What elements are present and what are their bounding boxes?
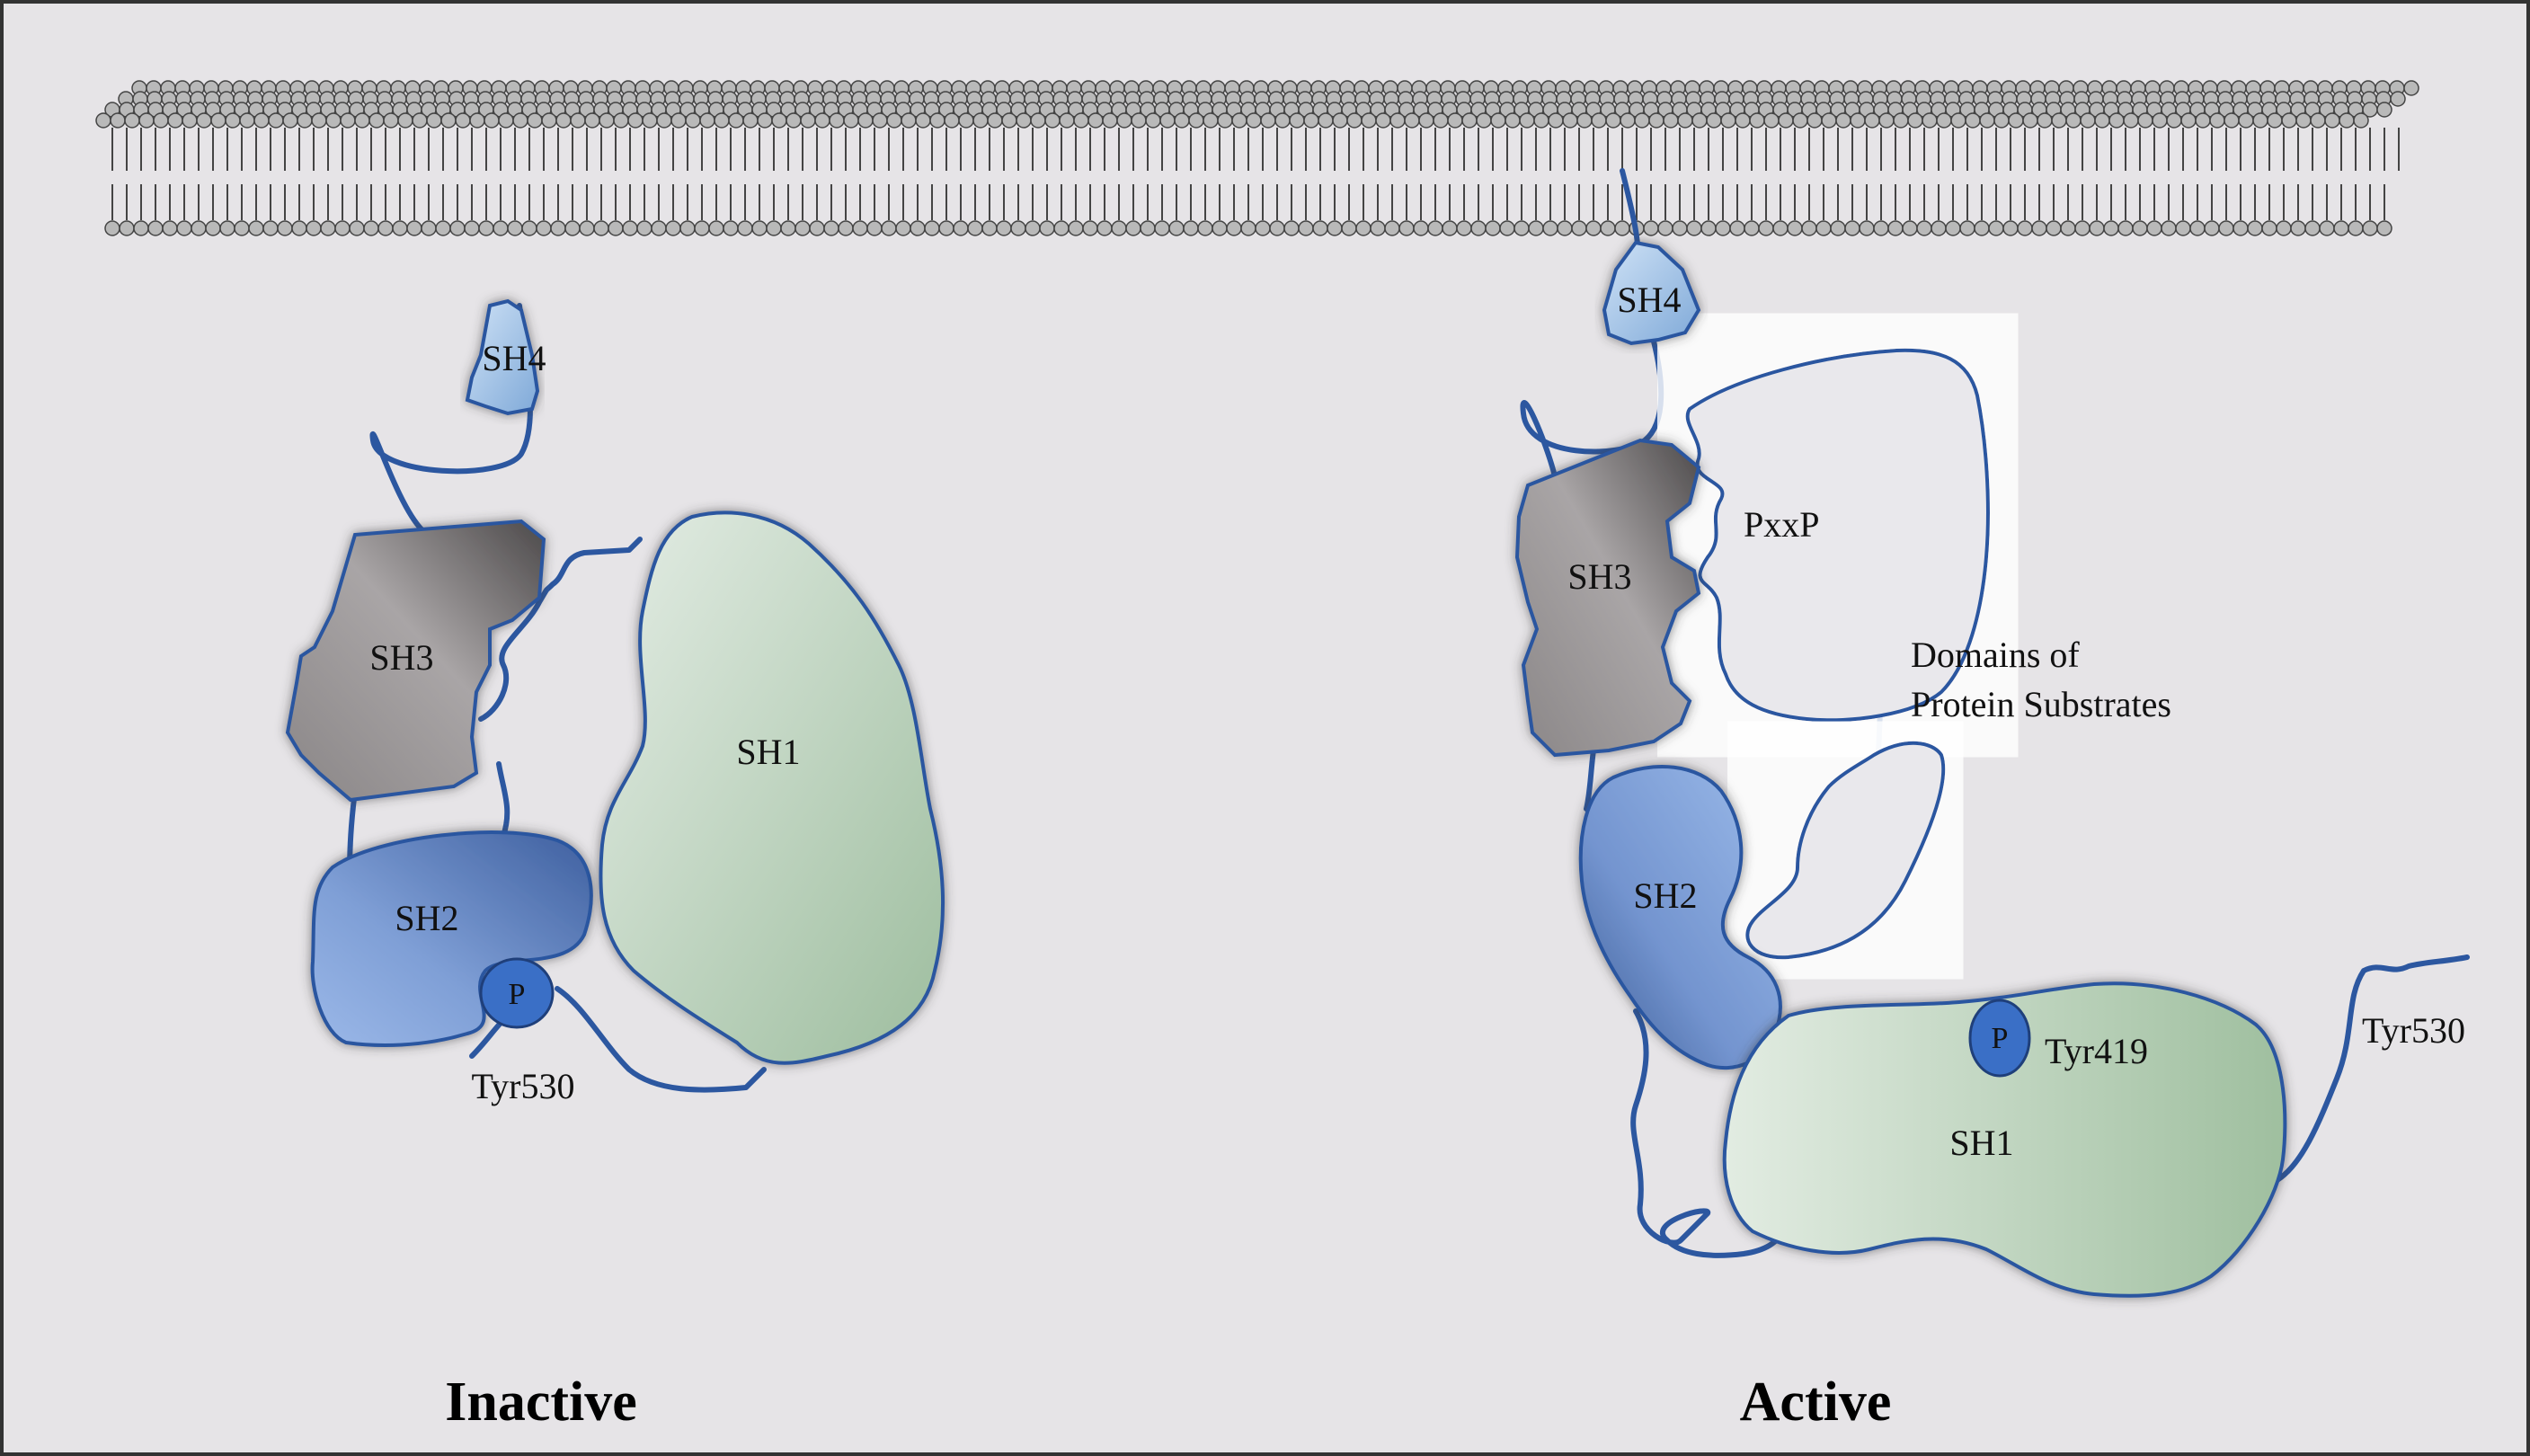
active-sh1-label: SH1: [1949, 1123, 2013, 1163]
active-phosphate-marker: [1968, 999, 2031, 1078]
active-sh3-domain: [1514, 438, 1701, 758]
inactive-sh4-label: SH4: [482, 338, 546, 378]
active-sh2-label: SH2: [1633, 875, 1697, 916]
active-sh3-label: SH3: [1567, 556, 1631, 597]
substrates-label-line2: Protein Substrates: [1911, 684, 2171, 724]
active-sh4-domain: [1602, 240, 1701, 346]
inactive-sh2-label: SH2: [395, 898, 458, 938]
inactive-sh1-domain: [599, 510, 945, 1065]
substrate-pxxp-domain: [1685, 348, 1990, 723]
inactive-sh2-domain: [310, 830, 593, 1047]
inactive-caption: Inactive: [445, 1372, 637, 1433]
sh2-sh3-loop: [478, 537, 643, 722]
active-sh4-label: SH4: [1617, 280, 1681, 320]
substrate-lower-domain: [1745, 741, 1946, 960]
lipid-bilayer-membrane: [95, 80, 2419, 236]
inactive-sh3-domain: [285, 519, 546, 803]
inactive-phosphate-marker: [479, 957, 555, 1029]
inactive-tyr530-label: Tyr530: [472, 1066, 575, 1106]
tyr530-tail-active: [2271, 954, 2470, 1185]
internal-loop: [496, 761, 510, 839]
substrates-label-line1: Domains of: [1911, 635, 2080, 675]
active-tyr419-label: Tyr419: [2045, 1031, 2148, 1071]
sh2-sh1-linker: [1630, 1008, 1791, 1258]
active-tyr530-label: Tyr530: [2362, 1010, 2465, 1051]
inactive-sh4-domain: [465, 298, 540, 416]
active-src-structure: SH4 SH3 SH2 SH1 P Tyr419 Tyr530 PxxP Dom…: [1514, 168, 2470, 1298]
sh4-sh3-linker-active: [1520, 339, 1664, 479]
active-p-label: P: [1992, 1022, 2009, 1055]
active-caption: Active: [1740, 1372, 1892, 1433]
active-sh1-domain: [1722, 981, 2287, 1298]
pxxp-label: PxxP: [1744, 504, 1820, 545]
inactive-sh1-label: SH1: [736, 732, 800, 772]
inactive-p-label: P: [509, 978, 526, 1011]
inactive-src-structure: SH4 SH3 SH2 SH1 P Tyr530: [285, 298, 945, 1106]
tail-to-sh1-linker: [555, 986, 767, 1093]
inactive-sh3-label: SH3: [369, 637, 433, 678]
